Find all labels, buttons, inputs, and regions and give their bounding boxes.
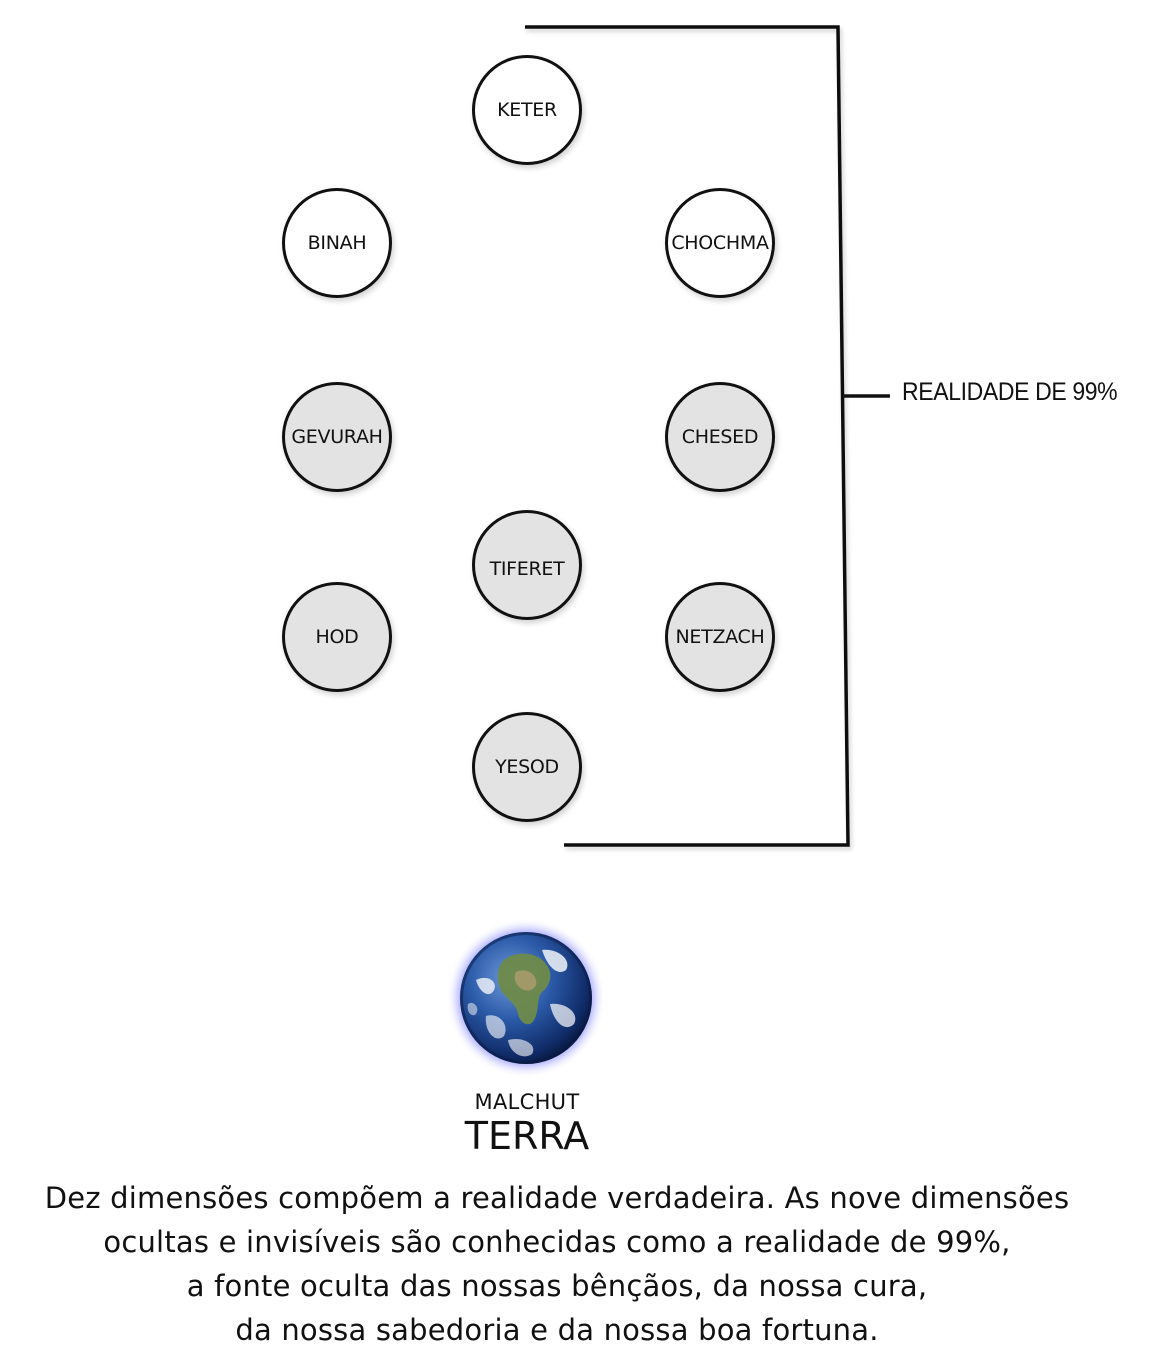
caption-line: a fonte oculta das nossas bênçãos, da no… — [186, 1269, 928, 1303]
node-yesod: YESOD — [472, 712, 582, 822]
caption: Dez dimensões compõem a realidade verdad… — [20, 1176, 1094, 1352]
node-chochma: CHOCHMA — [665, 188, 775, 298]
terra-label: TERRA — [464, 1114, 590, 1158]
node-netzach: NETZACH — [665, 582, 775, 692]
node-hod: HOD — [282, 582, 392, 692]
caption-line: da nossa sabedoria e da nossa boa fortun… — [235, 1313, 879, 1347]
malchut-label: MALCHUT — [474, 1090, 580, 1114]
earth-globe-icon — [446, 918, 606, 1080]
node-chesed: CHESED — [665, 382, 775, 492]
node-keter: KETER — [472, 55, 582, 165]
bracket-label: REALIDADE DE 99% — [902, 378, 1118, 406]
node-gevurah: GEVURAH — [282, 382, 392, 492]
node-binah: BINAH — [282, 188, 392, 298]
caption-line: ocultas e invisíveis são conhecidas como… — [103, 1225, 1011, 1259]
node-tiferet: TIFERET — [472, 510, 582, 620]
caption-line: Dez dimensões compõem a realidade verdad… — [44, 1181, 1070, 1215]
